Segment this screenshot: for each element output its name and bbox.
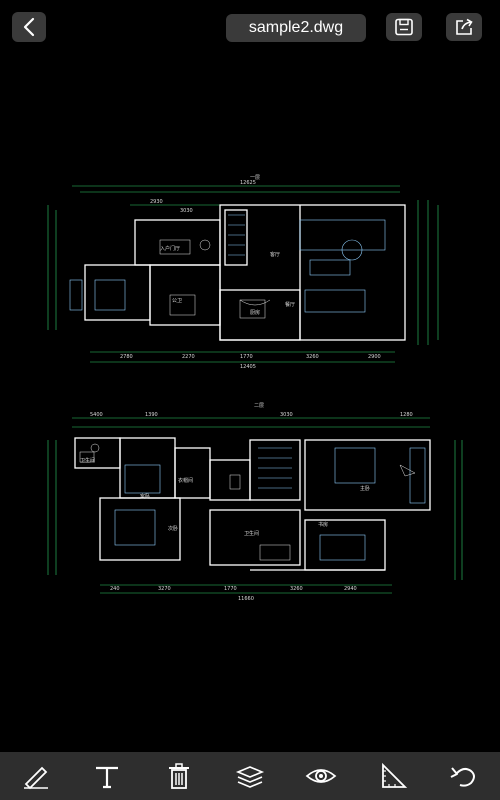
share-icon [456, 18, 473, 35]
plan1-room-3: 餐厅 [285, 301, 295, 308]
plan1-dim-top-0: 12625 [240, 180, 256, 186]
file-name-label: sample2.dwg [248, 19, 344, 36]
undo-tool-button[interactable] [442, 756, 486, 796]
plan1-title: 一层 [250, 175, 260, 181]
cad-drawing: 一层 12625 2930 3030 [47, 175, 463, 602]
plan2-room-2: 主卧 [360, 485, 370, 492]
delete-tool-button[interactable] [157, 756, 201, 796]
save-icon [395, 18, 413, 36]
plan1-room-0: 入户门厅 [160, 245, 180, 252]
plan2-room-3: 衣帽间 [178, 477, 193, 484]
floor-plan-2: 二层 5400 1390 3030 1280 [47, 403, 463, 602]
back-button[interactable] [12, 12, 46, 42]
plan2-dim-top-1: 1390 [145, 412, 158, 418]
share-button[interactable] [446, 13, 482, 41]
plan2-dim-bottom-2: 1770 [224, 586, 237, 592]
plan2-dim-top-0: 5400 [90, 412, 103, 418]
top-bar: sample2.dwg [0, 0, 500, 54]
plan1-room-4: 公卫 [172, 298, 182, 304]
save-button[interactable] [386, 13, 422, 41]
plan2-dim-bottom-4: 2940 [344, 586, 357, 592]
text-icon [96, 766, 119, 789]
view-tool-button[interactable] [299, 756, 343, 796]
plan1-room-1: 客厅 [270, 251, 280, 258]
plan2-room-4: 次卧 [168, 525, 178, 532]
plan2-room-5: 卫生间 [244, 530, 259, 537]
plan1-dim-bottom-4: 2900 [368, 354, 381, 360]
undo-icon [450, 767, 476, 787]
plan1-dim-bottom-3: 3260 [306, 354, 319, 360]
plan1-dim-bottom-0: 2780 [120, 354, 133, 360]
plan2-title: 二层 [254, 403, 264, 409]
bottom-toolbar [0, 752, 500, 800]
plan2-dim-bottom-1: 3270 [158, 586, 171, 592]
plan1-dim-bottom-1: 2270 [182, 354, 195, 360]
trash-icon [168, 763, 189, 789]
pen-icon [23, 766, 48, 790]
text-tool-button[interactable] [85, 756, 129, 796]
plan1-dim-bottom-5: 12405 [240, 364, 256, 370]
layers-tool-button[interactable] [228, 756, 272, 796]
plan2-room-6: 书房 [318, 521, 328, 528]
layers-icon [235, 766, 265, 788]
file-name-button[interactable]: sample2.dwg [226, 14, 366, 42]
plan1-dim-bottom-2: 1770 [240, 354, 253, 360]
plan2-dim-bottom-3: 3260 [290, 586, 303, 592]
pen-tool-button[interactable] [14, 756, 58, 796]
plan1-dim-top-1: 2930 [150, 199, 163, 205]
plan2-dim-bottom-5: 11660 [238, 596, 254, 602]
ruler-triangle-icon [381, 762, 407, 788]
plan2-room-1: 客卧 [140, 493, 150, 500]
plan2-room-0: 卫生间 [80, 457, 95, 464]
eye-icon [306, 769, 337, 783]
plan2-dim-top-3: 1280 [400, 412, 413, 418]
measure-tool-button[interactable] [371, 756, 415, 796]
plan2-dim-top-2: 3030 [280, 412, 293, 418]
plan1-room-2: 厨房 [250, 309, 260, 316]
drawing-canvas[interactable]: 一层 12625 2930 3030 [0, 54, 500, 752]
floor-plan-1: 一层 12625 2930 3030 [47, 175, 439, 370]
plan1-dim-top-2: 3030 [180, 208, 193, 214]
plan2-dim-bottom-0: 240 [110, 586, 120, 592]
chevron-left-icon [23, 17, 35, 37]
